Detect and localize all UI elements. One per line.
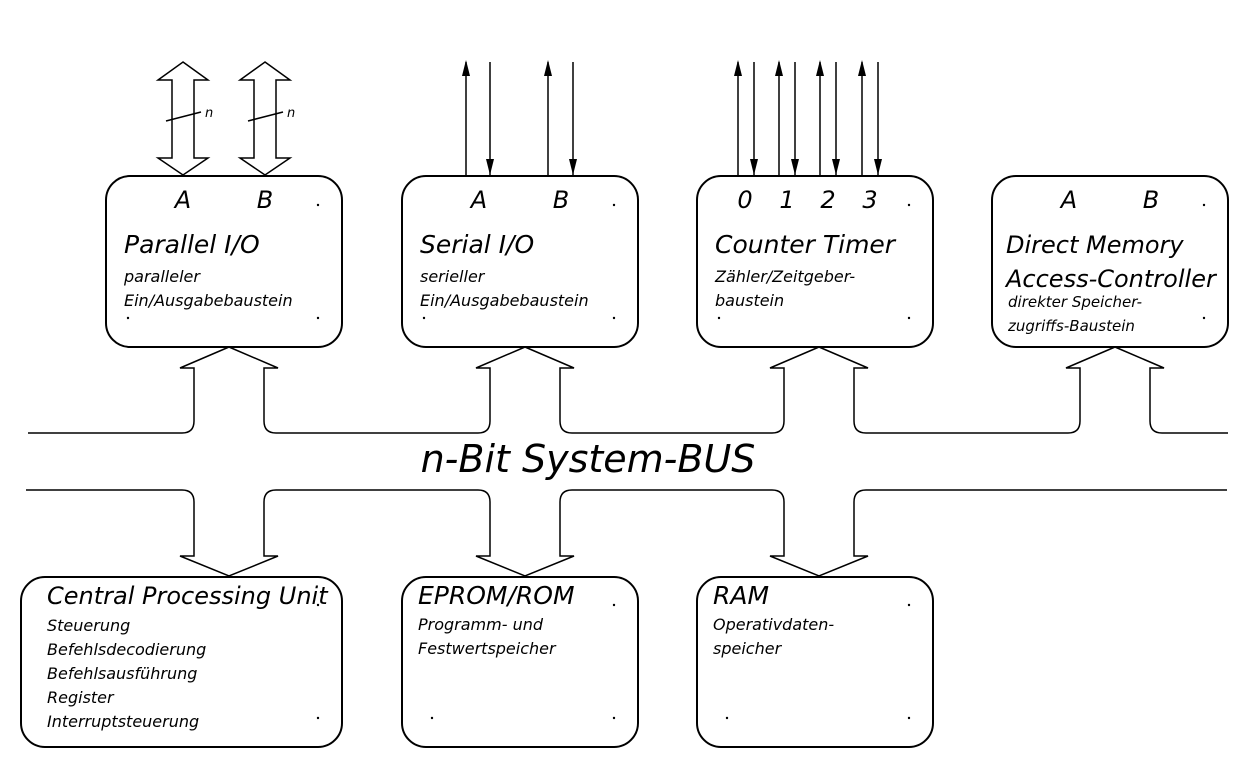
port-label: A bbox=[173, 186, 191, 214]
port-label: B bbox=[1143, 186, 1159, 214]
dma-controller-module: A B Direct Memory Access-Controller dire… bbox=[991, 175, 1229, 348]
module-desc: Interruptsteuerung bbox=[47, 712, 199, 731]
module-desc: Ein/Ausgabebaustein bbox=[420, 291, 589, 310]
module-desc: paralleler bbox=[123, 267, 201, 286]
module-title: RAM bbox=[713, 581, 769, 610]
module-desc: Programm- und bbox=[418, 615, 544, 634]
module-desc: serieller bbox=[420, 267, 486, 286]
module-title: Access-Controller bbox=[1004, 265, 1218, 293]
cpu-module: Central Processing Unit Steuerung Befehl… bbox=[20, 576, 343, 748]
module-title: Counter Timer bbox=[715, 230, 897, 259]
serial-io-module: A B Serial I/O serieller Ein/Ausgabebaus… bbox=[401, 175, 639, 348]
module-desc: Ein/Ausgabebaustein bbox=[124, 291, 293, 310]
module-desc: Befehlsausführung bbox=[47, 664, 197, 683]
port-label: 0 bbox=[737, 186, 752, 214]
bus-width-label: n bbox=[287, 106, 295, 121]
bus-label: n-Bit System-BUS bbox=[421, 437, 756, 481]
serial-signal-lines bbox=[462, 60, 577, 175]
module-desc: zugriffs-Baustein bbox=[1007, 317, 1135, 335]
system-bus: n-Bit System-BUS bbox=[26, 346, 1228, 577]
port-label: 3 bbox=[862, 186, 877, 214]
parallel-port-b-bus-arrow: n bbox=[237, 61, 295, 176]
ram-module: RAM Operativdaten- speicher bbox=[696, 576, 934, 748]
module-desc: Zähler/Zeitgeber- bbox=[714, 267, 855, 286]
port-label: B bbox=[257, 186, 273, 214]
port-label: 1 bbox=[779, 186, 794, 214]
module-desc: baustein bbox=[715, 291, 784, 310]
module-desc: Steuerung bbox=[47, 616, 130, 635]
module-title: Parallel I/O bbox=[124, 230, 260, 259]
eprom-rom-module: EPROM/ROM Programm- und Festwertspeicher bbox=[401, 576, 639, 748]
port-label: B bbox=[553, 186, 569, 214]
module-desc: speicher bbox=[713, 639, 783, 658]
counter-timer-module: 0 1 2 3 Counter Timer Zähler/Zeitgeber- … bbox=[696, 175, 934, 348]
module-title: Direct Memory bbox=[1006, 231, 1184, 259]
port-label: 2 bbox=[820, 186, 835, 214]
module-desc: Festwertspeicher bbox=[418, 639, 557, 658]
module-desc: Register bbox=[47, 688, 115, 707]
module-title: Central Processing Unit bbox=[47, 582, 329, 610]
corner-marks bbox=[126, 203, 1206, 720]
parallel-io-module: A B Parallel I/O paralleler Ein/Ausgabeb… bbox=[105, 175, 343, 348]
parallel-port-a-bus-arrow: n bbox=[155, 61, 213, 176]
module-desc: direkter Speicher- bbox=[1008, 293, 1142, 311]
module-title: EPROM/ROM bbox=[418, 581, 575, 610]
module-desc: Operativdaten- bbox=[713, 615, 834, 634]
port-label: A bbox=[1059, 186, 1077, 214]
module-desc: Befehlsdecodierung bbox=[47, 640, 206, 659]
counter-signal-lines bbox=[734, 60, 882, 175]
module-title: Serial I/O bbox=[420, 230, 534, 259]
port-label: A bbox=[469, 186, 487, 214]
bus-width-label: n bbox=[205, 106, 213, 121]
